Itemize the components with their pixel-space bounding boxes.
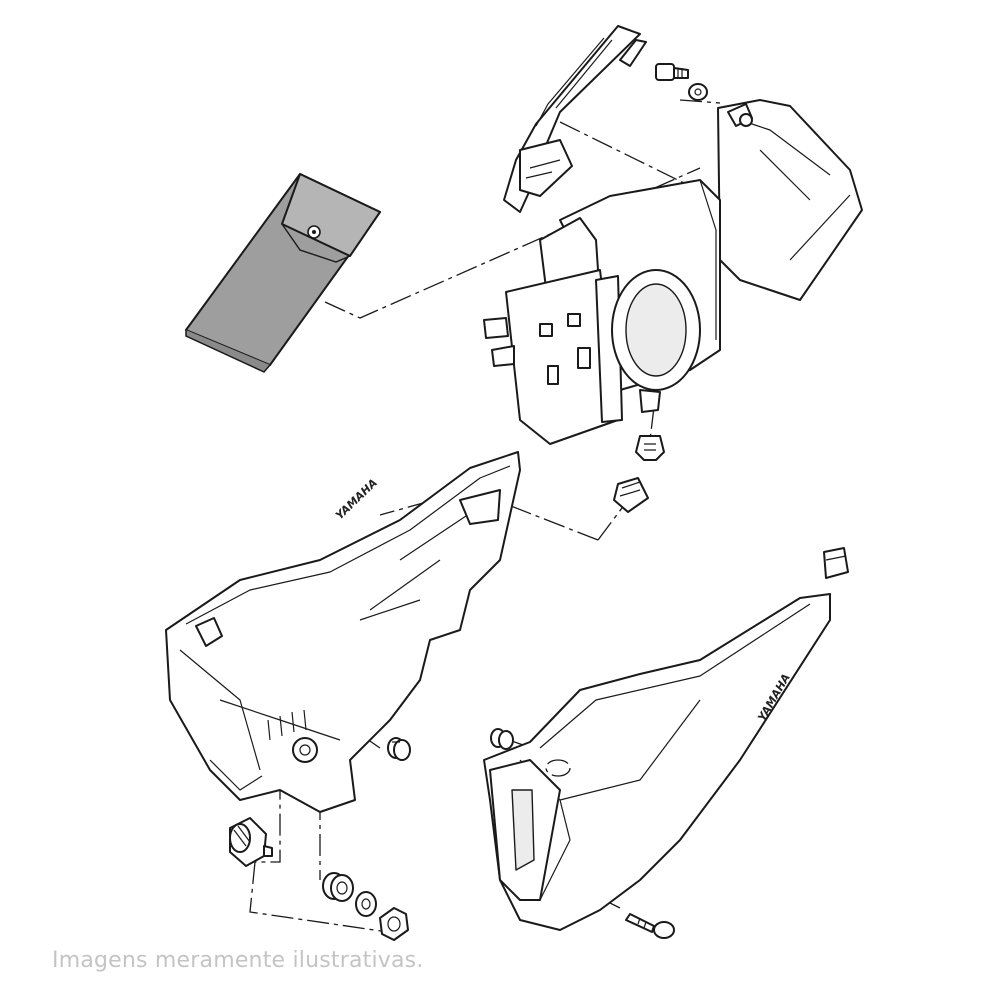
grommet-3 <box>823 547 849 579</box>
screw-bottom <box>625 913 675 939</box>
left-side-cover: YAMAHA <box>165 451 521 813</box>
fastener-clip-1 <box>635 435 665 461</box>
grommet-4 <box>490 728 514 750</box>
lock-washer <box>355 891 377 917</box>
grommet-2 <box>387 737 411 761</box>
tool-holder-bracket <box>503 25 647 213</box>
lock-cylinder <box>229 817 273 867</box>
bolt-top <box>655 63 689 81</box>
washer-top <box>688 83 708 101</box>
right-side-cover: YAMAHA <box>483 593 831 931</box>
emblem-left: YAMAHA <box>333 476 380 522</box>
illustrative-disclaimer: Imagens meramente ilustrativas. <box>52 948 424 973</box>
lock-nut <box>379 907 409 941</box>
air-filter-case <box>483 99 863 445</box>
lock-grommet <box>322 872 354 902</box>
tool-pouch <box>185 173 381 373</box>
grommet-1 <box>613 477 649 513</box>
